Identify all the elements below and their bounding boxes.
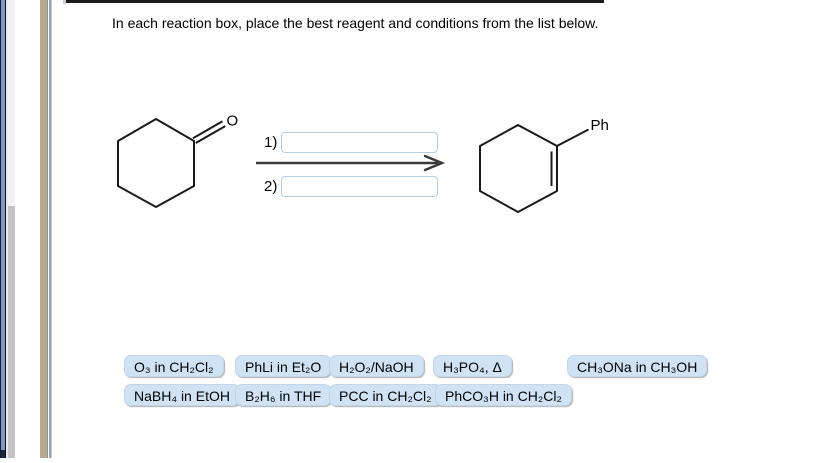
reagent-chip-ch3ona-ch3oh[interactable]: CH₃ONa in CH₃OH [567,355,708,377]
window-left-edge [0,0,1,458]
pane-divider-dark-line [47,0,48,458]
pane-divider-blue-line [49,0,51,458]
step2-label: 2) [264,178,278,195]
reagent-chip-phco3h-ch2cl2[interactable]: PhCO₃H in CH₂Cl₂ [435,384,572,406]
reagent-chip-o3-ch2cl2[interactable]: O₃ in CH₂Cl₂ [124,355,224,377]
reagent-chip-h2o2-naoh[interactable]: H₂O₂/NaOH [329,355,424,377]
step1-reagent-input[interactable] [281,132,438,153]
window-frame-light-line [6,0,8,458]
window-frame-blue-bar-bottom [1,450,5,458]
reaction-arrow [256,154,446,172]
carbonyl-double-bond-line-1 [192,120,223,140]
top-frame-bar-cap [63,0,66,4]
reagent-chip-h3po4-heat[interactable]: H₃PO₄, Δ [433,355,512,377]
reagent-chip-pcc-ch2cl2[interactable]: PCC in CH₂Cl₂ [329,384,442,406]
carbonyl-oxygen-label: O [227,113,239,130]
window-frame-blue-bar [1,0,5,458]
phenyl-bond [556,128,589,147]
problem-instructions: In each reaction box, place the best rea… [112,15,599,31]
step2-reagent-input[interactable] [281,176,438,197]
reagent-chip-phli-et2o[interactable]: PhLi in Et₂O [235,355,332,377]
reaction-arrow-head [423,154,446,172]
cyclohexane-ring [117,118,195,208]
top-frame-bar [66,0,604,3]
carbonyl-double-bond-line-2 [195,125,226,144]
reagent-chip-b2h6-thf[interactable]: B₂H₆ in THF [235,384,332,406]
cyclohexene-ring [479,124,558,213]
phenyl-label: Ph [591,117,609,134]
pane-divider-tan-bar [40,0,47,458]
reagent-chip-nabh4-etoh[interactable]: NaBH₄ in EtOH [124,384,240,406]
window-frame-black-line [5,0,6,458]
reactant-structure-cyclohexanone: O [117,113,239,208]
left-scrollbar-thumb[interactable] [8,206,15,458]
product-structure-1-phenylcyclohexene: Ph [479,117,609,213]
pane-divider-gray-line [51,0,52,458]
step1-label: 1) [264,134,278,151]
